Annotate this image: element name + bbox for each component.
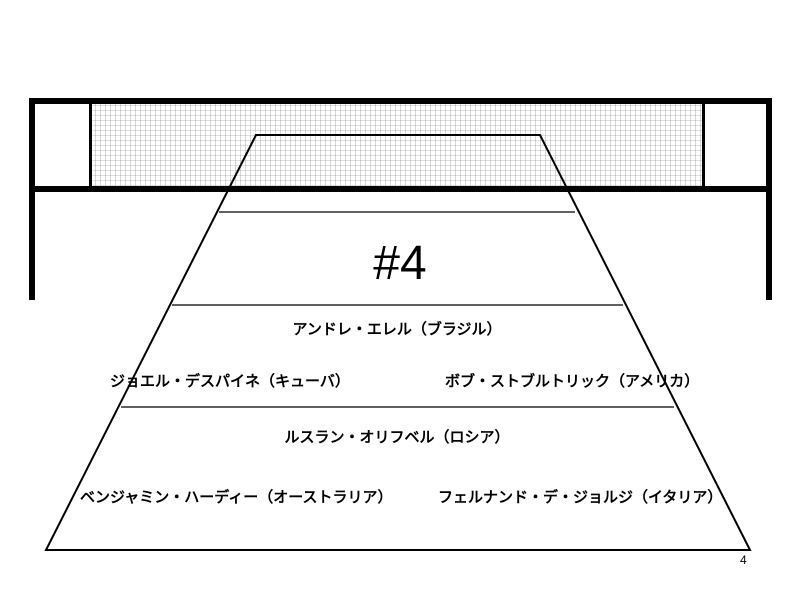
court-boundary: [44, 134, 752, 551]
player-position-front-center: アンドレ・エレル（ブラジル）: [292, 320, 502, 338]
player-position-back-center: ルスラン・オリフベル（ロシア）: [284, 428, 510, 446]
net-post-left: [29, 98, 35, 300]
net-bottom-band: [29, 186, 772, 192]
net-edge-left: [89, 104, 92, 186]
page-number: 4: [740, 553, 747, 567]
net-top-band: [29, 98, 772, 104]
player-position-back-left: ベンジャミン・ハーディー（オーストラリア）: [80, 488, 393, 506]
slide-title: #4: [373, 237, 427, 290]
net-mesh: [92, 104, 702, 186]
player-position-front-left: ジョエル・デスパイネ（キューバ）: [110, 372, 350, 390]
player-position-back-right: フェルナンド・デ・ジョルジ（イタリア）: [438, 488, 723, 506]
player-position-front-right: ボブ・ストブルトリック（アメリカ）: [445, 372, 700, 390]
net-post-right: [766, 98, 772, 300]
net-edge-right: [702, 104, 705, 186]
